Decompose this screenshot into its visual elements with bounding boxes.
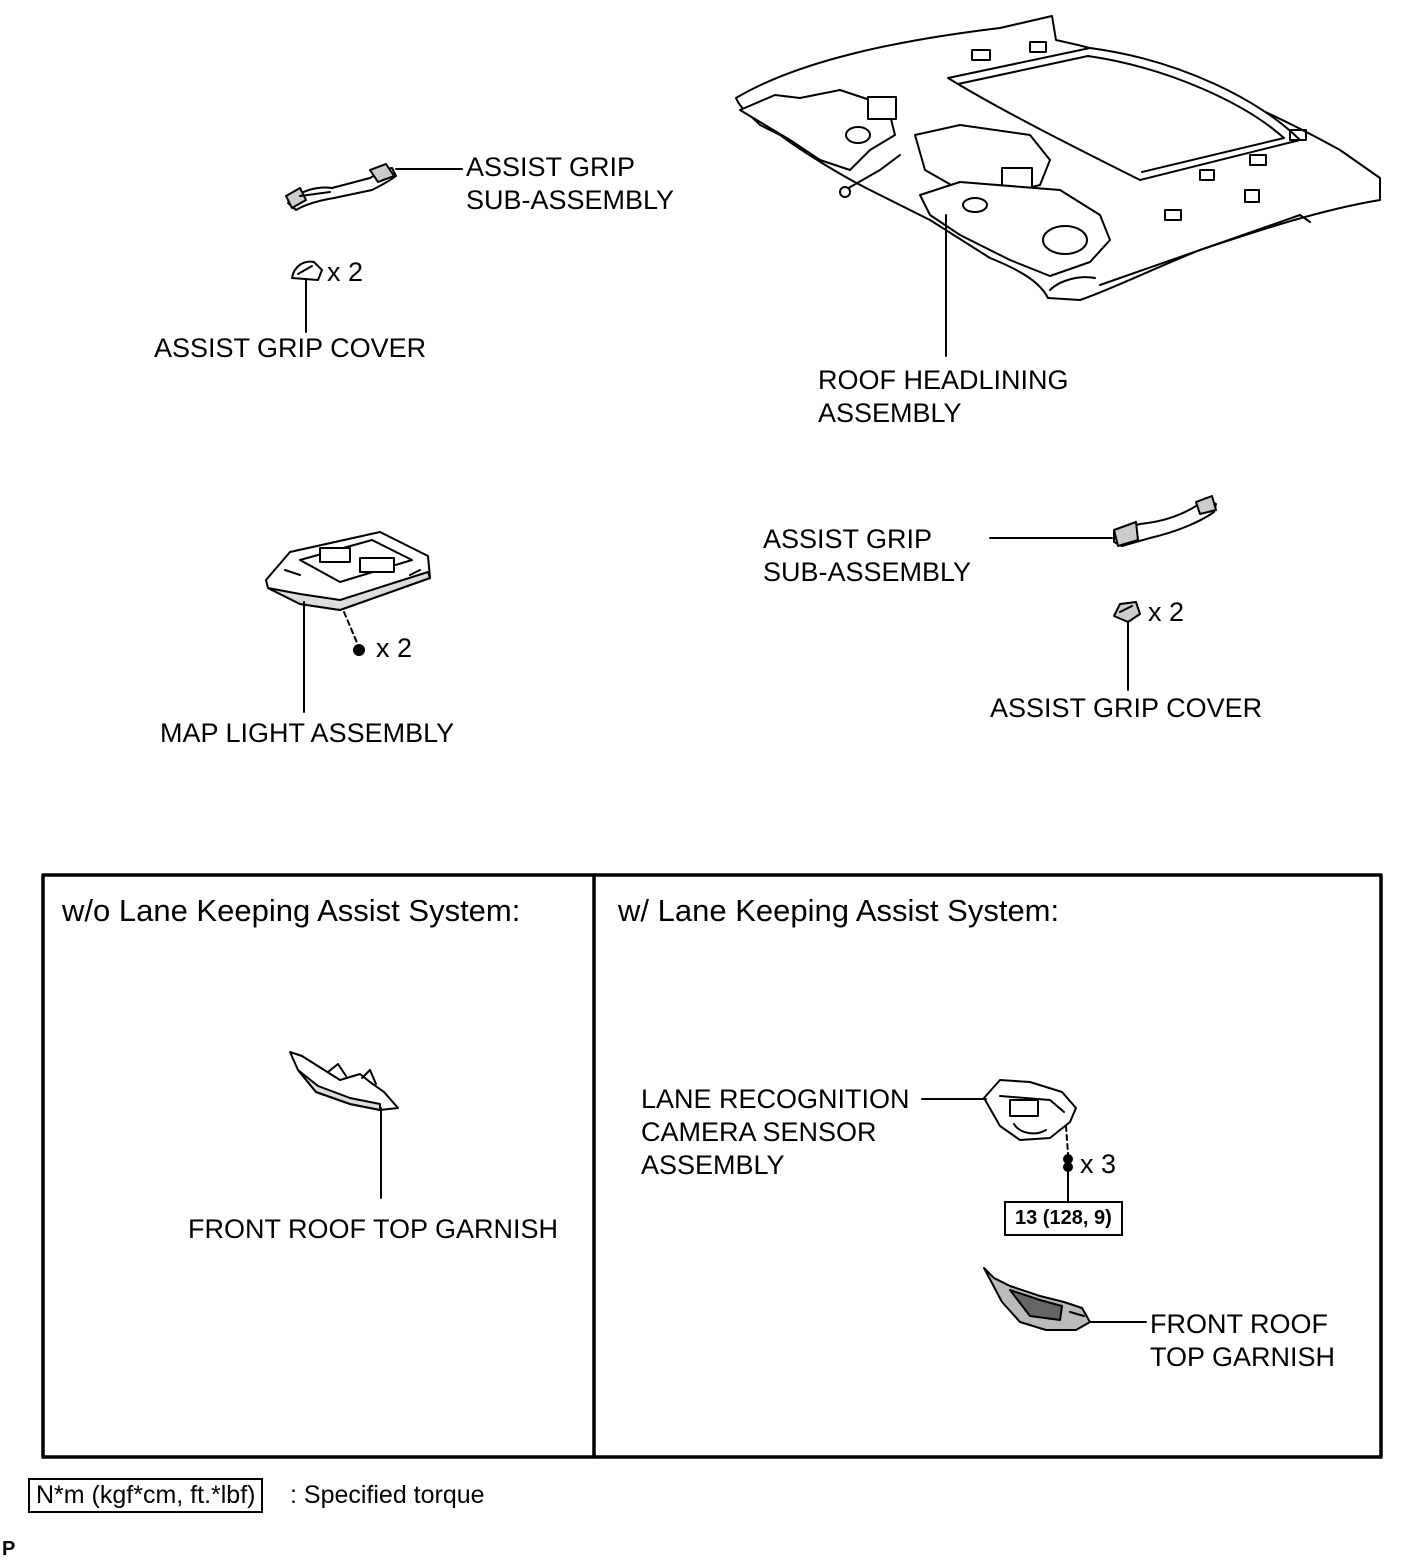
front-roof-top-garnish-left-part	[289, 1051, 399, 1111]
map-light-part	[265, 531, 431, 611]
label-lane-camera: LANE RECOGNITION CAMERA SENSOR ASSEMBLY	[641, 1084, 910, 1180]
label-assist-grip-top-left: ASSIST GRIP SUB-ASSEMBLY	[466, 152, 675, 215]
torque-spec-box: 13 (128, 9)	[1004, 1201, 1123, 1236]
front-roof-top-garnish-right-part	[983, 1267, 1091, 1331]
legend-torque-units-box: N*m (kgf*cm, ft.*lbf)	[28, 1478, 264, 1513]
illustration-code: P	[2, 1538, 16, 1560]
screw-map-light	[353, 644, 365, 656]
qty-camera-bolts: x 3	[1080, 1149, 1117, 1179]
roof-headlining-part	[735, 15, 1381, 301]
label-assist-grip-right: ASSIST GRIP SUB-ASSEMBLY	[763, 524, 972, 587]
lane-camera-part	[983, 1079, 1077, 1141]
qty-assist-grip-cover-top-left: x 2	[327, 257, 364, 287]
qty-assist-grip-cover-right: x 2	[1148, 597, 1185, 627]
bolt-axis-camera	[1065, 1125, 1069, 1155]
panel-title-with-lka: w/ Lane Keeping Assist System:	[618, 893, 1060, 928]
bolt-icon	[1063, 1154, 1073, 1172]
assist-grip-top-left-part	[285, 163, 397, 211]
label-assist-grip-cover-top-left: ASSIST GRIP COVER	[154, 333, 427, 363]
screw-axis-map-light	[343, 611, 359, 646]
label-garnish-left: FRONT ROOF TOP GARNISH	[188, 1214, 559, 1244]
assist-grip-right-part	[1113, 495, 1217, 547]
panels-frame	[41, 873, 1383, 1459]
label-map-light: MAP LIGHT ASSEMBLY	[160, 718, 455, 748]
assist-grip-cover-top-left-part	[291, 260, 323, 281]
label-garnish-right: FRONT ROOF TOP GARNISH	[1150, 1309, 1336, 1372]
legend-specified-torque: : Specified torque	[290, 1481, 485, 1509]
assist-grip-cover-right-part	[1113, 601, 1141, 623]
qty-map-light-screw: x 2	[376, 633, 413, 663]
panel-title-without-lka: w/o Lane Keeping Assist System:	[62, 893, 521, 928]
label-assist-grip-cover-right: ASSIST GRIP COVER	[990, 693, 1263, 723]
label-roof-headlining: ROOF HEADLINING ASSEMBLY	[818, 365, 1069, 428]
